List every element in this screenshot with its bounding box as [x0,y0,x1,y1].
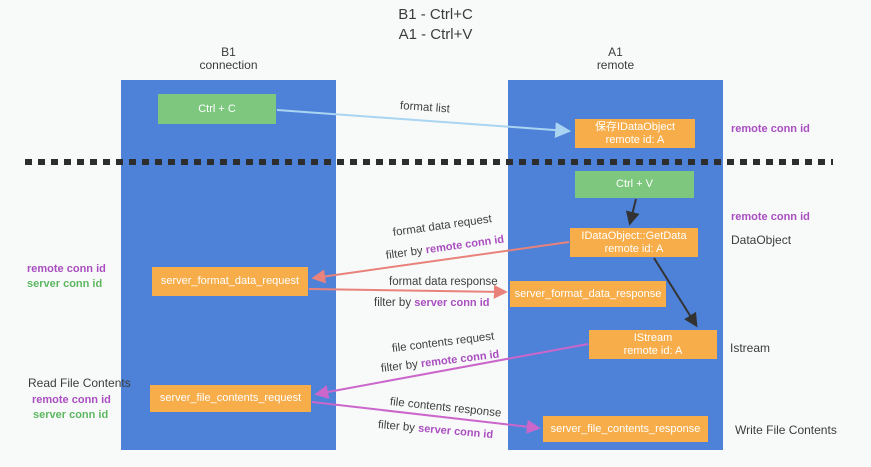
label-format-list: format list [399,100,451,116]
label-filter-by-remote-1: filter by remote conn id [385,233,505,261]
label-file-contents-response: file contents response [389,396,502,420]
server-conn-id-text: server conn id [417,422,494,442]
server-format-data-response-label: server_format_data_response [514,287,662,300]
node-server-file-contents-request: server_file_contents_request [150,385,311,412]
lane-a1-subtitle: remote [596,58,635,72]
node-server-file-contents-response: server_file_contents_response [543,416,708,442]
server-file-contents-response-label: server_file_contents_response [550,422,701,435]
mid-left-server-conn-id: server conn id [27,278,103,290]
node-ctrl-v: Ctrl + V [575,171,694,198]
server-conn-id-text: server conn id [414,297,490,309]
dashed-divider-line [25,159,833,165]
lane-b1-subtitle: connection [199,58,258,72]
lane-a1-title: A1 [608,45,623,59]
bottom-left-remote-conn-id: remote conn id [32,394,111,406]
right-istream-label: Istream [730,341,771,355]
bottom-left-server-conn-id: server conn id [33,409,109,421]
arrow-format-data-response [308,284,508,299]
right-top-remote-conn-id: remote conn id [731,123,810,135]
title-line-2: A1 - Ctrl+V [398,26,473,43]
filter-by-text: filter by [374,297,412,309]
node-save-idataobject: 保存IDataObject remote id: A [575,119,695,148]
lane-b1-title: B1 [221,45,236,59]
istream-line1: IStream [633,331,673,344]
server-file-contents-request-label: server_file_contents_request [159,392,302,404]
left-read-file-contents-label: Read File Contents [28,376,131,390]
right-write-file-contents-label: Write File Contents [735,423,837,437]
filter-by-text: filter by [385,244,424,262]
node-server-format-data-response: server_format_data_response [510,281,666,307]
diagram-title: B1 - Ctrl+C A1 - Ctrl+V [0,5,871,45]
label-format-data-request: format data request [392,213,493,239]
mid-left-remote-conn-id: remote conn id [27,263,106,275]
node-server-format-data-request: server_format_data_request [152,267,308,296]
filter-by-text: filter by [377,419,416,435]
save-idataobject-line1: 保存IDataObject [594,120,676,133]
idataobject-getdata-line2: remote id: A [604,242,664,255]
lane-header-b1: B1 connection [121,46,336,72]
right-dataobject-label: DataObject [731,233,792,247]
remote-conn-id-text: remote conn id [425,233,505,257]
istream-line2: remote id: A [623,344,683,357]
node-idataobject-getdata: IDataObject::GetData remote id: A [570,228,698,257]
right-remote-conn-id: remote conn id [731,211,810,223]
filter-by-text: filter by [380,358,419,375]
ctrl-v-label: Ctrl + V [616,178,653,190]
lane-header-a1: A1 remote [508,46,723,72]
label-filter-by-server-1: filter by server conn id [374,297,489,309]
label-format-data-response: format data response [389,276,498,288]
node-istream: IStream remote id: A [589,330,717,359]
label-filter-by-server-2: filter by server conn id [377,419,493,441]
title-line-1: B1 - Ctrl+C [398,6,473,23]
remote-conn-id-text: remote conn id [420,348,500,371]
server-format-data-request-label: server_format_data_request [160,275,300,287]
save-idataobject-line2: remote id: A [605,133,665,146]
node-ctrl-c: Ctrl + C [158,94,276,124]
ctrl-c-label: Ctrl + C [198,102,236,115]
idataobject-getdata-line1: IDataObject::GetData [581,229,687,242]
